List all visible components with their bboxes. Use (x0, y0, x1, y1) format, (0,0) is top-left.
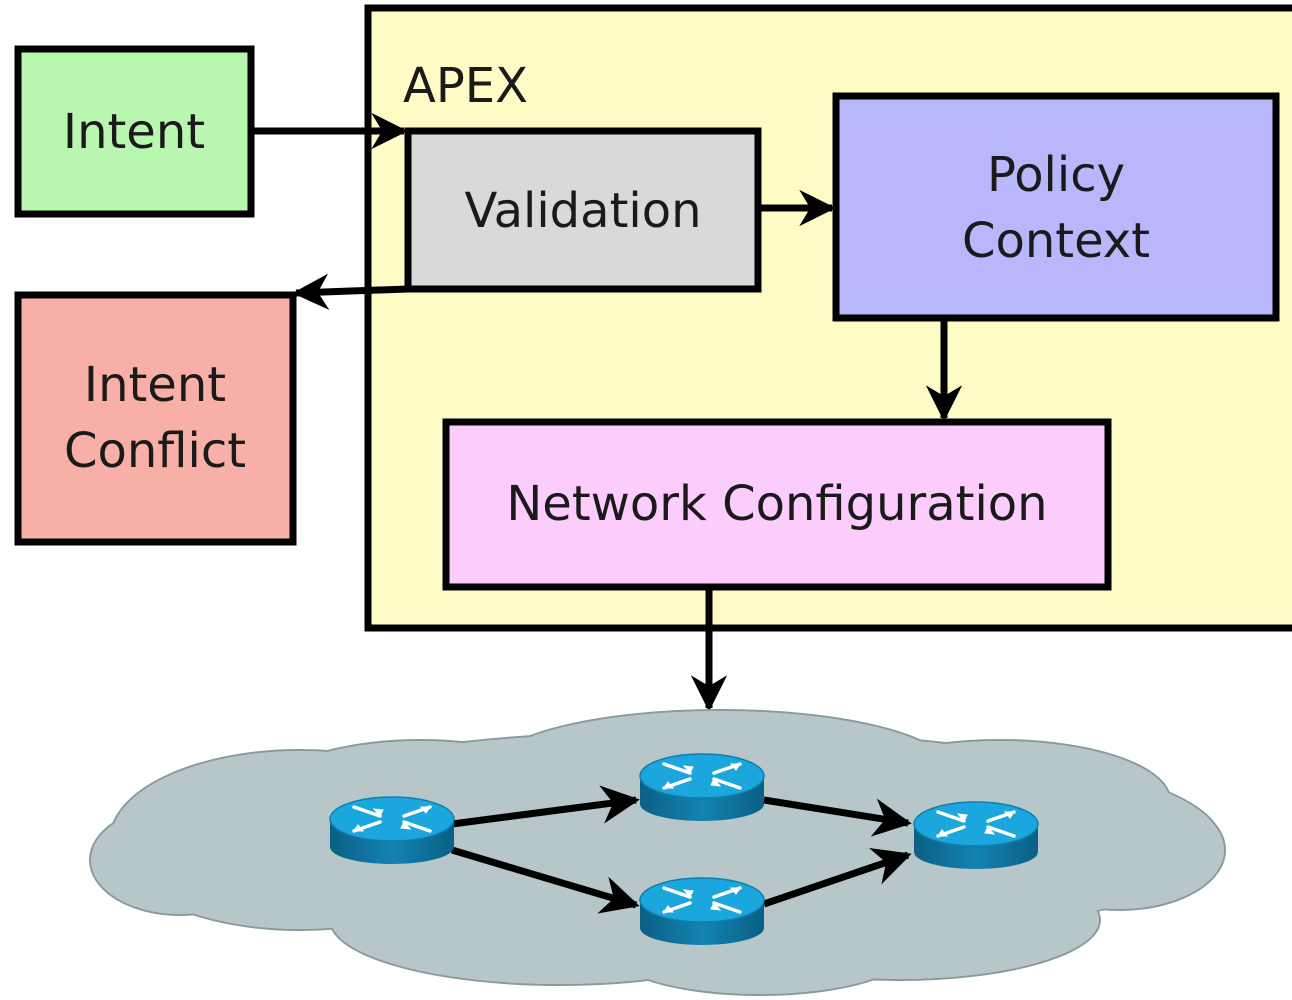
router-icon (328, 795, 456, 866)
policy-context-label-line2: Context (962, 213, 1150, 269)
intent-conflict-node: Intent Conflict (14, 291, 297, 546)
arrow-validation-to-intent-conflict (292, 273, 409, 311)
network-configuration-node: Network Configuration (442, 418, 1112, 591)
link-router1-router2 (451, 785, 640, 828)
network-cloud (89, 709, 1226, 996)
apex-label: APEX (403, 58, 528, 114)
policy-context-label-line1: Policy (987, 147, 1125, 203)
validation-node: Validation (404, 127, 762, 293)
link-router3-router4 (762, 847, 912, 908)
intent-conflict-label-line2: Conflict (64, 423, 246, 479)
router-icon (638, 752, 766, 823)
router-icon (912, 800, 1040, 871)
intent-label: Intent (63, 104, 205, 160)
link-router1-router3 (450, 846, 640, 914)
intent-node: Intent (14, 45, 255, 218)
intent-conflict-label-line1: Intent (84, 357, 226, 413)
router-icon (638, 876, 766, 947)
link-router2-router4 (763, 796, 912, 837)
validation-label: Validation (464, 183, 701, 239)
network-configuration-label: Network Configuration (506, 476, 1047, 532)
policy-context-node: Policy Context (832, 92, 1280, 322)
